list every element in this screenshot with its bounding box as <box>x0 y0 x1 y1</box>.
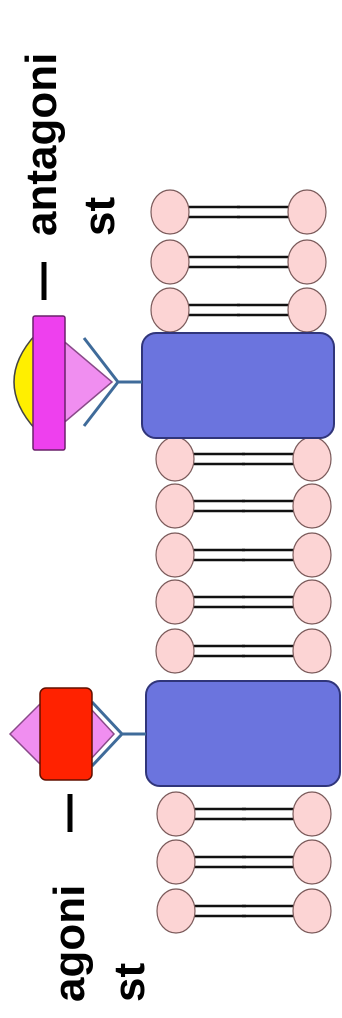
agonist-right-triangle <box>90 708 114 760</box>
lipid-bilayer <box>151 190 331 933</box>
antagonist-label-line1: antagoni <box>17 53 66 236</box>
agonist-ligand <box>10 688 114 780</box>
phospholipid <box>157 840 331 884</box>
lipid-head <box>151 190 189 234</box>
lipid-head <box>288 190 326 234</box>
agonist-label-line1: agoni <box>45 885 94 1002</box>
antagonist-label-line2: st <box>75 197 124 236</box>
lipid-head <box>157 840 195 884</box>
lipid-head <box>156 533 194 577</box>
lipid-head <box>156 484 194 528</box>
antagonist-bar <box>33 316 65 450</box>
lipid-head <box>156 437 194 481</box>
lipid-head <box>293 889 331 933</box>
lipid-head <box>156 629 194 673</box>
lipid-head <box>293 484 331 528</box>
phospholipid <box>151 240 326 284</box>
lipid-head <box>293 792 331 836</box>
antagonist-ligand <box>14 316 112 450</box>
antagonist-triangle <box>60 338 112 426</box>
phospholipid <box>156 484 331 528</box>
lipid-head <box>293 533 331 577</box>
phospholipid <box>157 889 331 933</box>
lipid-head <box>293 840 331 884</box>
lipid-head <box>288 240 326 284</box>
lipid-head <box>293 580 331 624</box>
agonist-label-line2: st <box>105 963 154 1002</box>
phospholipid <box>156 580 331 624</box>
phospholipid <box>151 190 326 234</box>
receptor-protein-upper <box>142 333 334 438</box>
receptor-protein-lower <box>146 681 340 786</box>
phospholipid <box>157 792 331 836</box>
lipid-head <box>156 580 194 624</box>
phospholipid <box>156 629 331 673</box>
phospholipid <box>156 437 331 481</box>
lipid-head <box>288 288 326 332</box>
lipid-head <box>293 629 331 673</box>
agonist-left-triangle <box>10 702 42 766</box>
phospholipid <box>156 533 331 577</box>
lipid-head <box>151 288 189 332</box>
phospholipid <box>151 288 326 332</box>
lipid-head <box>157 889 195 933</box>
lipid-head <box>151 240 189 284</box>
agonist-bar <box>40 688 92 780</box>
lipid-head <box>293 437 331 481</box>
lipid-head <box>157 792 195 836</box>
